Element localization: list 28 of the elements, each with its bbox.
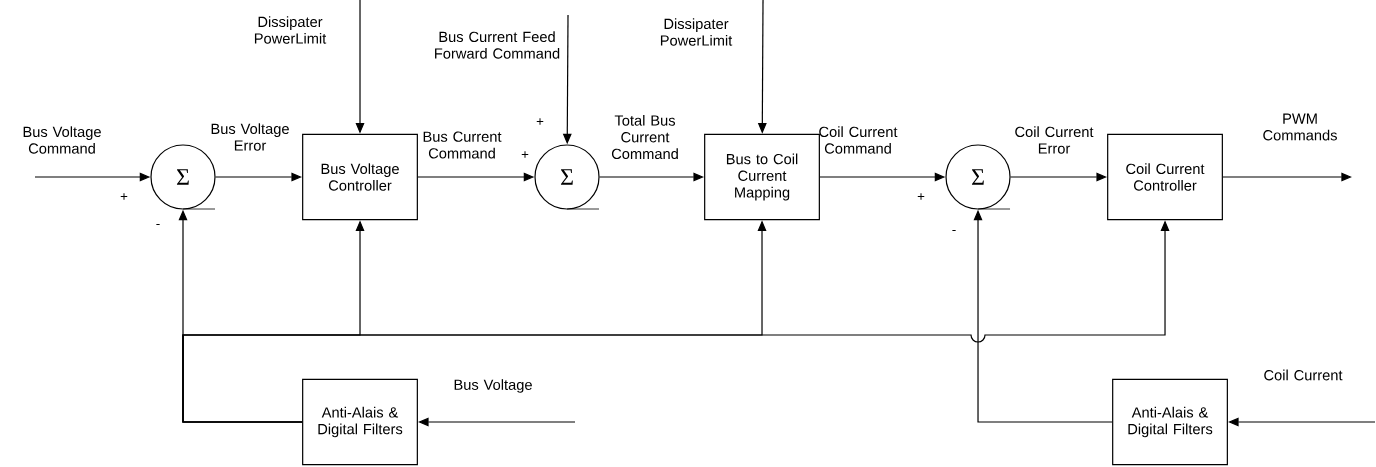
sign-label: + xyxy=(120,193,128,200)
block-box: Anti-Alais & Digital Filters xyxy=(302,378,418,466)
sign-label: + xyxy=(917,193,925,200)
block-box: Bus to Coil Current Mapping xyxy=(704,133,820,221)
edge-label: Bus Voltage Command xyxy=(23,126,101,154)
edge-label: Bus Current Command xyxy=(423,131,502,159)
sign-label: - xyxy=(952,230,956,231)
sign-label: + xyxy=(536,118,544,125)
sign-label: - xyxy=(156,224,160,225)
block-box: Anti-Alais & Digital Filters xyxy=(1112,378,1228,466)
edge-label: Total Bus Current Command xyxy=(611,114,678,160)
edge-label: Coil Current Error xyxy=(1015,126,1094,154)
arrow xyxy=(1228,417,1376,427)
arrow xyxy=(418,417,576,427)
edge-label: PWM Commands xyxy=(1263,113,1337,141)
summing-junction: Σ xyxy=(150,144,216,210)
arrow xyxy=(215,172,302,182)
edge-label: Dissipater PowerLimit xyxy=(254,16,327,44)
edge-label: Coil Current xyxy=(1264,369,1343,381)
summing-junction: Σ xyxy=(945,144,1011,210)
edge-label: Dissipater PowerLimit xyxy=(660,18,733,46)
arrow xyxy=(1222,172,1352,182)
summing-junction: Σ xyxy=(534,144,600,210)
block-box: Coil Current Controller xyxy=(1107,133,1223,221)
edge-label: Coil Current Command xyxy=(819,126,898,154)
edge-label: Bus Current Feed Forward Command xyxy=(435,31,560,59)
edge-label: Bus Voltage xyxy=(454,379,532,393)
block-box: Bus Voltage Controller xyxy=(302,133,418,221)
